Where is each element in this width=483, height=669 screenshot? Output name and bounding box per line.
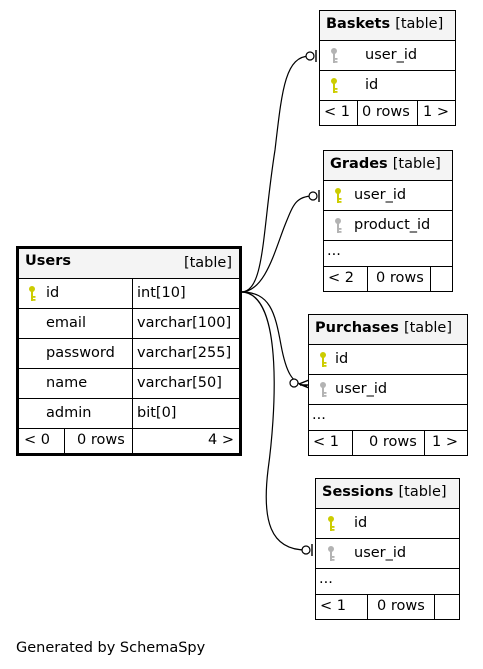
column-row[interactable]: user_id [324,180,452,210]
table-tag: [table] [395,16,444,32]
table-tag: [table] [392,156,441,172]
foreign-key-icon [331,48,338,63]
primary-key-icon [331,78,338,93]
column-name: name [46,375,88,391]
table-header: Grades [table] [324,151,452,180]
column-name: id [46,285,60,301]
table-purchases[interactable]: Purchases [table] id user_id ... < 1 0 r… [308,314,468,456]
table-sessions[interactable]: Sessions [table] id user_id ... < 1 0 ro… [315,478,460,620]
parent-count: < 0 [24,432,50,448]
table-name: Sessions [table] [322,484,447,500]
table-baskets[interactable]: Baskets [table] user_id id < 1 0 rows 1 … [319,10,456,126]
table-footer: < 1 0 rows 1 > [309,430,467,455]
more-columns-ellipsis: ... [327,243,341,259]
link-grades-zero-marker [308,191,318,201]
column-row[interactable]: name varchar[50] [19,368,239,398]
row-count: 0 rows [376,270,424,286]
column-name: id [335,351,349,367]
generated-by-credit: Generated by SchemaSpy [16,640,206,656]
table-grades[interactable]: Grades [table] user_id product_id ... < … [323,150,453,292]
column-row[interactable]: user_id [309,374,467,404]
row-count: 0 rows [369,434,417,450]
column-type: int[10] [137,285,186,301]
table-header: Baskets [table] [320,11,455,40]
table-header: Users [table] [19,249,239,278]
link-sessions-zero-marker [301,545,311,555]
child-count: 4 > [208,432,234,448]
more-columns-ellipsis: ... [319,571,333,587]
column-type: bit[0] [137,405,177,421]
table-tag: [table] [183,255,232,271]
table-footer: < 0 0 rows 4 > [19,428,239,453]
column-name: admin [46,405,92,421]
column-name: id [365,77,379,93]
row-count: 0 rows [377,598,425,614]
foreign-key-icon [328,546,335,561]
table-footer: < 2 0 rows [324,266,452,291]
more-columns-ellipsis: ... [312,407,326,423]
table-name: Baskets [table] [326,16,443,32]
table-users[interactable]: Users [table] id int[10] email varchar[1… [16,246,242,456]
link-purchases-zero-marker [289,378,299,388]
table-footer: < 1 0 rows 1 > [320,100,455,125]
primary-key-icon [328,516,335,531]
more-columns-row: ... [316,568,459,594]
table-title: Baskets [326,16,391,32]
column-name: password [46,345,115,361]
table-footer: < 1 0 rows [316,594,459,619]
primary-key-icon [320,352,327,367]
primary-key-icon [335,188,342,203]
foreign-key-icon [335,218,342,233]
column-row[interactable]: admin bit[0] [19,398,239,428]
column-row[interactable]: product_id [324,210,452,240]
link-users-baskets [240,55,311,293]
foreign-key-icon [320,382,327,397]
parent-count: < 1 [313,434,339,450]
column-type: varchar[50] [137,375,222,391]
more-columns-row: ... [309,404,467,430]
column-name: user_id [354,545,407,561]
table-header: Sessions [table] [316,479,459,508]
child-count: 1 > [432,434,458,450]
column-row[interactable]: password varchar[255] [19,338,239,368]
primary-key-icon [29,286,36,301]
column-row[interactable]: id [316,508,459,538]
column-row[interactable]: id int[10] [19,278,239,308]
column-row[interactable]: user_id [316,538,459,568]
table-title: Sessions [322,484,394,500]
table-tag: [table] [398,484,447,500]
link-purchases-many-marker [298,379,310,389]
table-title: Users [25,253,72,269]
column-row[interactable]: id [309,344,467,374]
column-name: user_id [335,381,388,397]
table-title: Purchases [315,320,399,336]
row-count: 0 rows [77,432,125,448]
table-header: Purchases [table] [309,315,467,344]
column-row[interactable]: email varchar[100] [19,308,239,338]
link-users-grades [240,195,314,293]
table-tag: [table] [403,320,453,336]
child-count: 1 > [423,104,449,120]
column-name: id [354,515,368,531]
row-count: 0 rows [362,104,410,120]
parent-count: < 1 [320,598,346,614]
column-name: product_id [354,217,431,233]
table-name: Purchases [table] [315,320,452,336]
column-row[interactable]: user_id [320,40,455,70]
more-columns-row: ... [324,240,452,266]
column-name: user_id [354,187,407,203]
link-baskets-zero-marker [305,51,315,61]
parent-count: < 2 [328,270,354,286]
parent-count: < 1 [324,104,350,120]
column-name: user_id [365,47,418,63]
column-row[interactable]: id [320,70,455,100]
link-users-sessions [240,291,307,551]
table-title: Grades [330,156,388,172]
column-type: varchar[100] [137,315,232,331]
column-type: varchar[255] [137,345,232,361]
table-name: Grades [table] [330,156,441,172]
column-name: email [46,315,86,331]
